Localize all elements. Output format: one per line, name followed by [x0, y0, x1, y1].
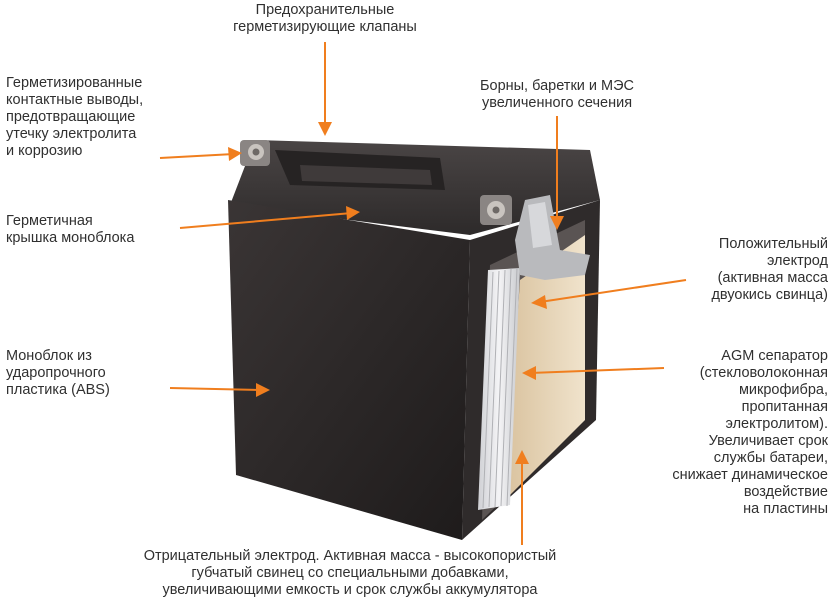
label-agm: AGM сепаратор (стекловолоконная микрофиб… [672, 348, 828, 517]
label-terminals: Герметизированные контактные выводы, пре… [6, 75, 144, 159]
label-valves: Предохранительные герметизирующие клапан… [233, 2, 417, 35]
terminal-post-icon [240, 140, 270, 166]
terminal-post-icon [480, 195, 512, 225]
label-positive: Положительный электрод (активная масса д… [711, 236, 828, 303]
label-straps: Борны, баретки и МЭС увеличенного сечени… [479, 78, 635, 111]
label-negative: Отрицательный электрод. Активная масса -… [143, 548, 557, 598]
case-front [228, 200, 470, 540]
orange-arrow-icon [159, 42, 687, 545]
plate-stack [478, 267, 520, 510]
label-lid: Герметичная крышка моноблока [6, 213, 135, 246]
label-monoblock: Моноблок из ударопрочного пластика (ABS) [6, 348, 110, 398]
agm-separator [505, 235, 585, 500]
